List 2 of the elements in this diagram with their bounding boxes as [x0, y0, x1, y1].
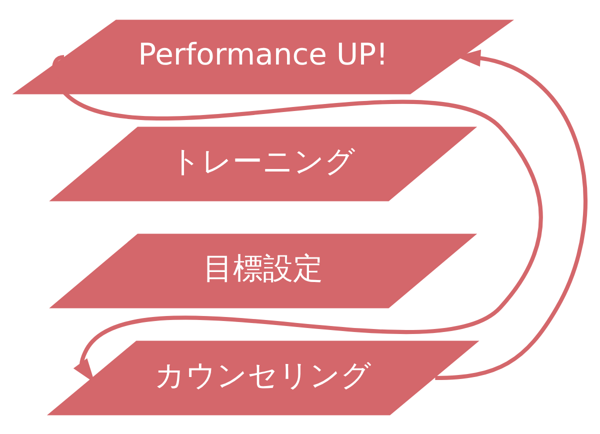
arrow — [52, 54, 543, 382]
arrow — [435, 49, 588, 380]
